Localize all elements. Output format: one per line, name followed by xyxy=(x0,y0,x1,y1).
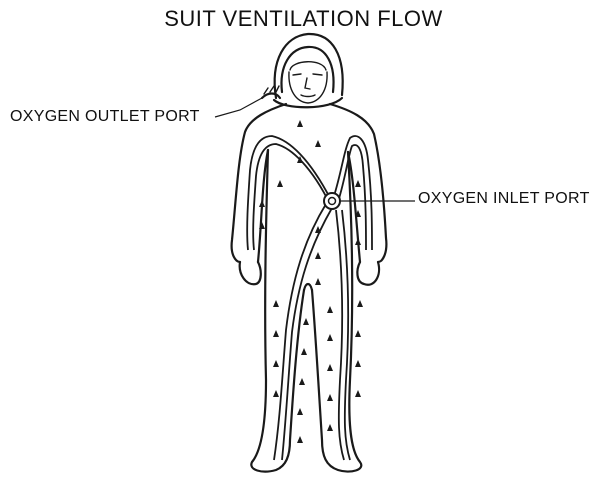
flow-arrow xyxy=(355,330,361,337)
flow-arrow xyxy=(273,300,279,307)
flow-arrow xyxy=(327,364,333,371)
flow-arrow xyxy=(357,300,363,307)
flow-arrow xyxy=(327,334,333,341)
flow-arrow xyxy=(273,390,279,397)
flow-arrow xyxy=(273,330,279,337)
flow-arrow xyxy=(327,306,333,313)
flow-arrow xyxy=(315,278,321,285)
oxygen-outlet-port xyxy=(262,86,280,98)
flow-arrow xyxy=(315,252,321,259)
flow-arrow xyxy=(355,390,361,397)
flow-arrow xyxy=(327,424,333,431)
flow-arrow xyxy=(273,360,279,367)
flow-arrow xyxy=(315,140,321,147)
flow-arrow xyxy=(277,180,283,187)
flow-arrow xyxy=(297,436,303,443)
oxygen-inlet-port xyxy=(324,193,340,209)
flow-arrow xyxy=(259,200,265,207)
flow-arrow xyxy=(297,408,303,415)
flow-arrow xyxy=(301,348,307,355)
flow-arrow xyxy=(297,120,303,127)
flow-arrow xyxy=(299,378,305,385)
flow-arrow xyxy=(355,180,361,187)
flow-arrow xyxy=(327,394,333,401)
flow-arrow xyxy=(303,318,309,325)
outlet-leader-line xyxy=(215,98,262,117)
astronaut-face xyxy=(289,62,327,103)
flow-arrow xyxy=(355,360,361,367)
flow-arrow xyxy=(355,238,361,245)
